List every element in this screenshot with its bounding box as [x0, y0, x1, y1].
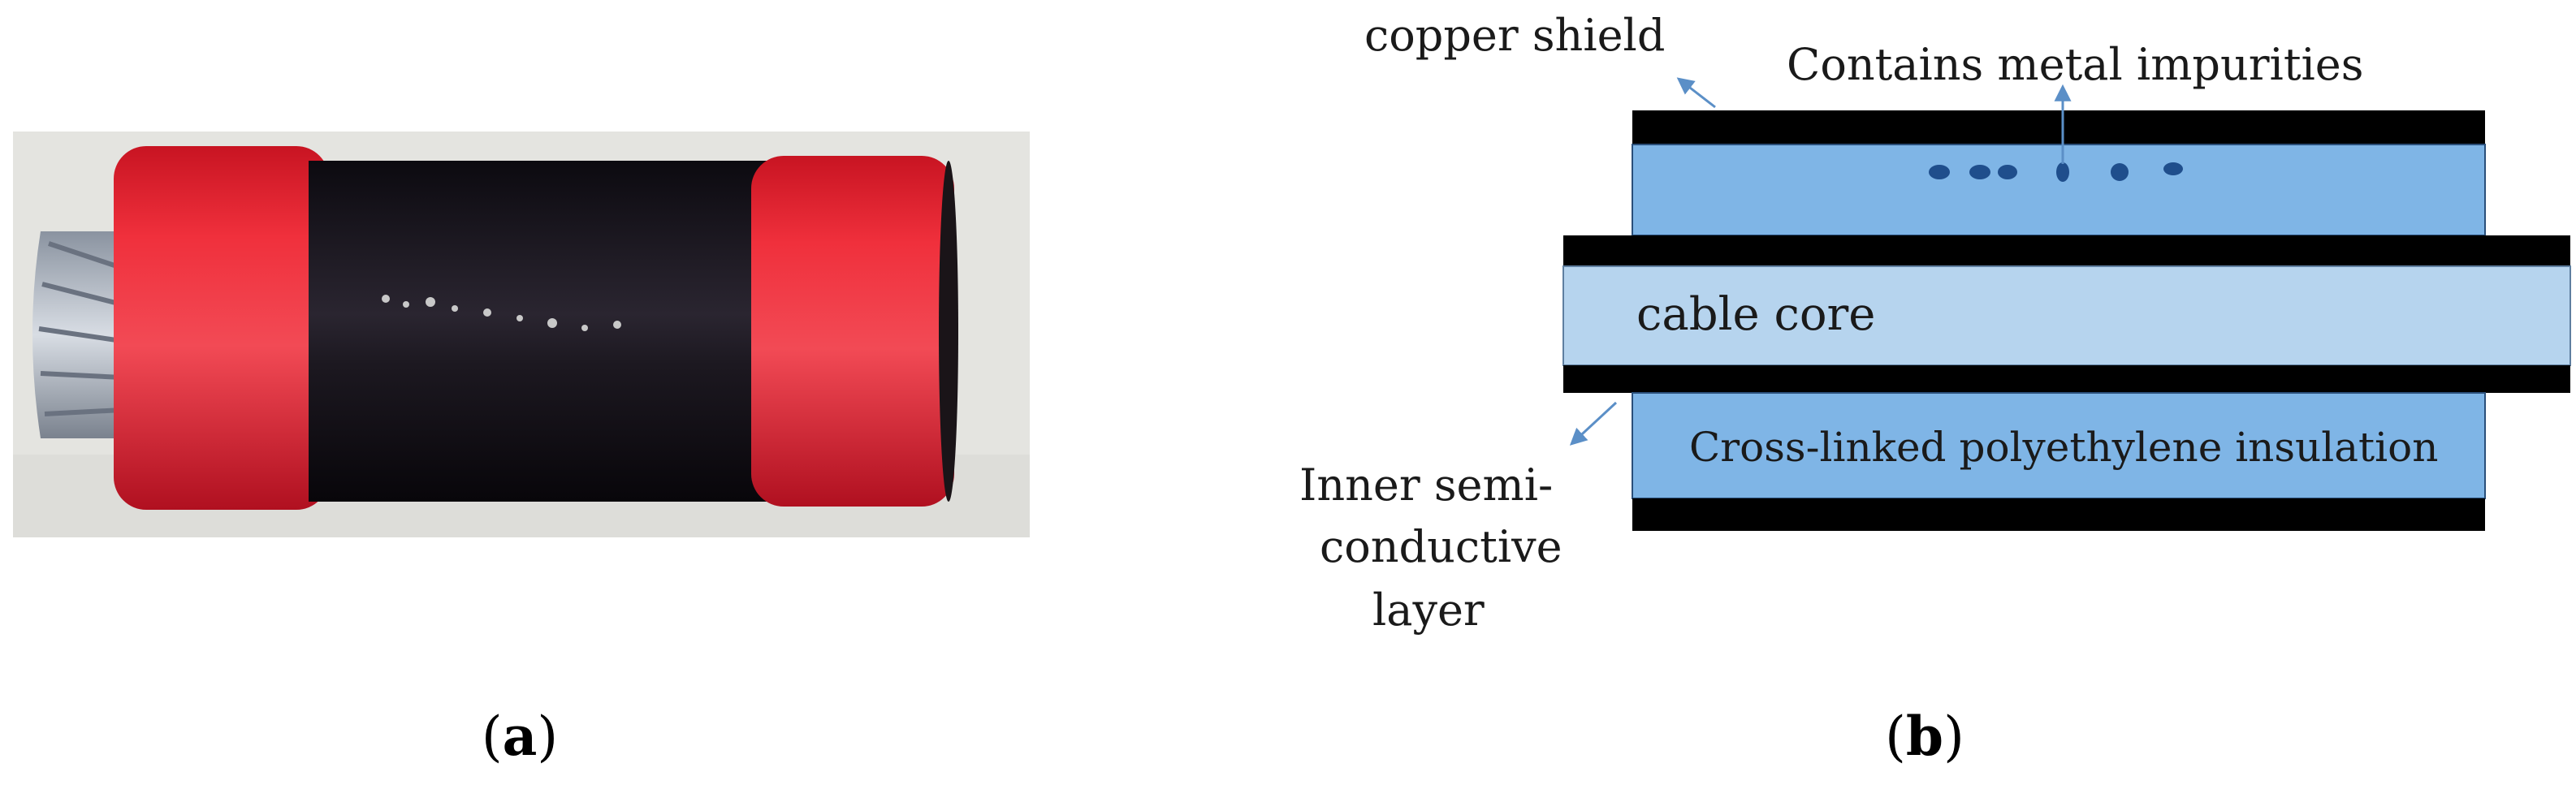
- copper-shield-arrow: [1676, 77, 1716, 109]
- black-tape-section: [309, 161, 772, 502]
- panel-b-schematic: copper shield Contains metal impurities …: [1299, 10, 2571, 636]
- impurity-particle: [2163, 162, 2183, 175]
- label-inner-semiconductive-line1: Inner semi-: [1299, 459, 1553, 511]
- impurity-particle: [2056, 162, 2069, 182]
- lower-copper-shield: [1632, 498, 2485, 531]
- lower-xlpe-insulation: [1632, 392, 2486, 499]
- upper-inner-semiconductive-layer: [1563, 235, 2570, 266]
- panel-b-caption: (b): [1885, 705, 1964, 768]
- label-inner-semiconductive-line3: layer: [1372, 584, 1485, 636]
- right-red-sleeve: [751, 156, 954, 507]
- impurity-particle: [1969, 165, 1990, 179]
- sleeve-end-cap: [939, 161, 958, 502]
- panel-a-photo: [13, 132, 1030, 537]
- panel-a-caption: (a): [482, 705, 558, 768]
- stranded-conductor: [32, 231, 130, 438]
- impurity-particle: [1929, 165, 1950, 179]
- label-cable-core: cable core: [1636, 288, 1875, 341]
- lower-inner-semiconductive-layer: [1563, 365, 2570, 393]
- impurity-particle: [1998, 165, 2017, 179]
- upper-xlpe-insulation: [1632, 144, 2486, 236]
- upper-copper-shield: [1632, 110, 2485, 144]
- tape-defect-marks: [382, 295, 621, 331]
- inner-semiconductive-arrow: [1569, 401, 1618, 446]
- left-red-sleeve: [114, 146, 329, 510]
- metal-impurities: [1929, 162, 2183, 182]
- cable-core: [1562, 265, 2571, 366]
- label-copper-shield: copper shield: [1364, 10, 1665, 61]
- label-metal-impurities: Contains metal impurities: [1787, 39, 2363, 90]
- label-inner-semiconductive-line2: conductive: [1320, 521, 1562, 572]
- label-xlpe-insulation: Cross-linked polyethylene insulation: [1689, 424, 2438, 471]
- impurity-particle: [2111, 163, 2129, 181]
